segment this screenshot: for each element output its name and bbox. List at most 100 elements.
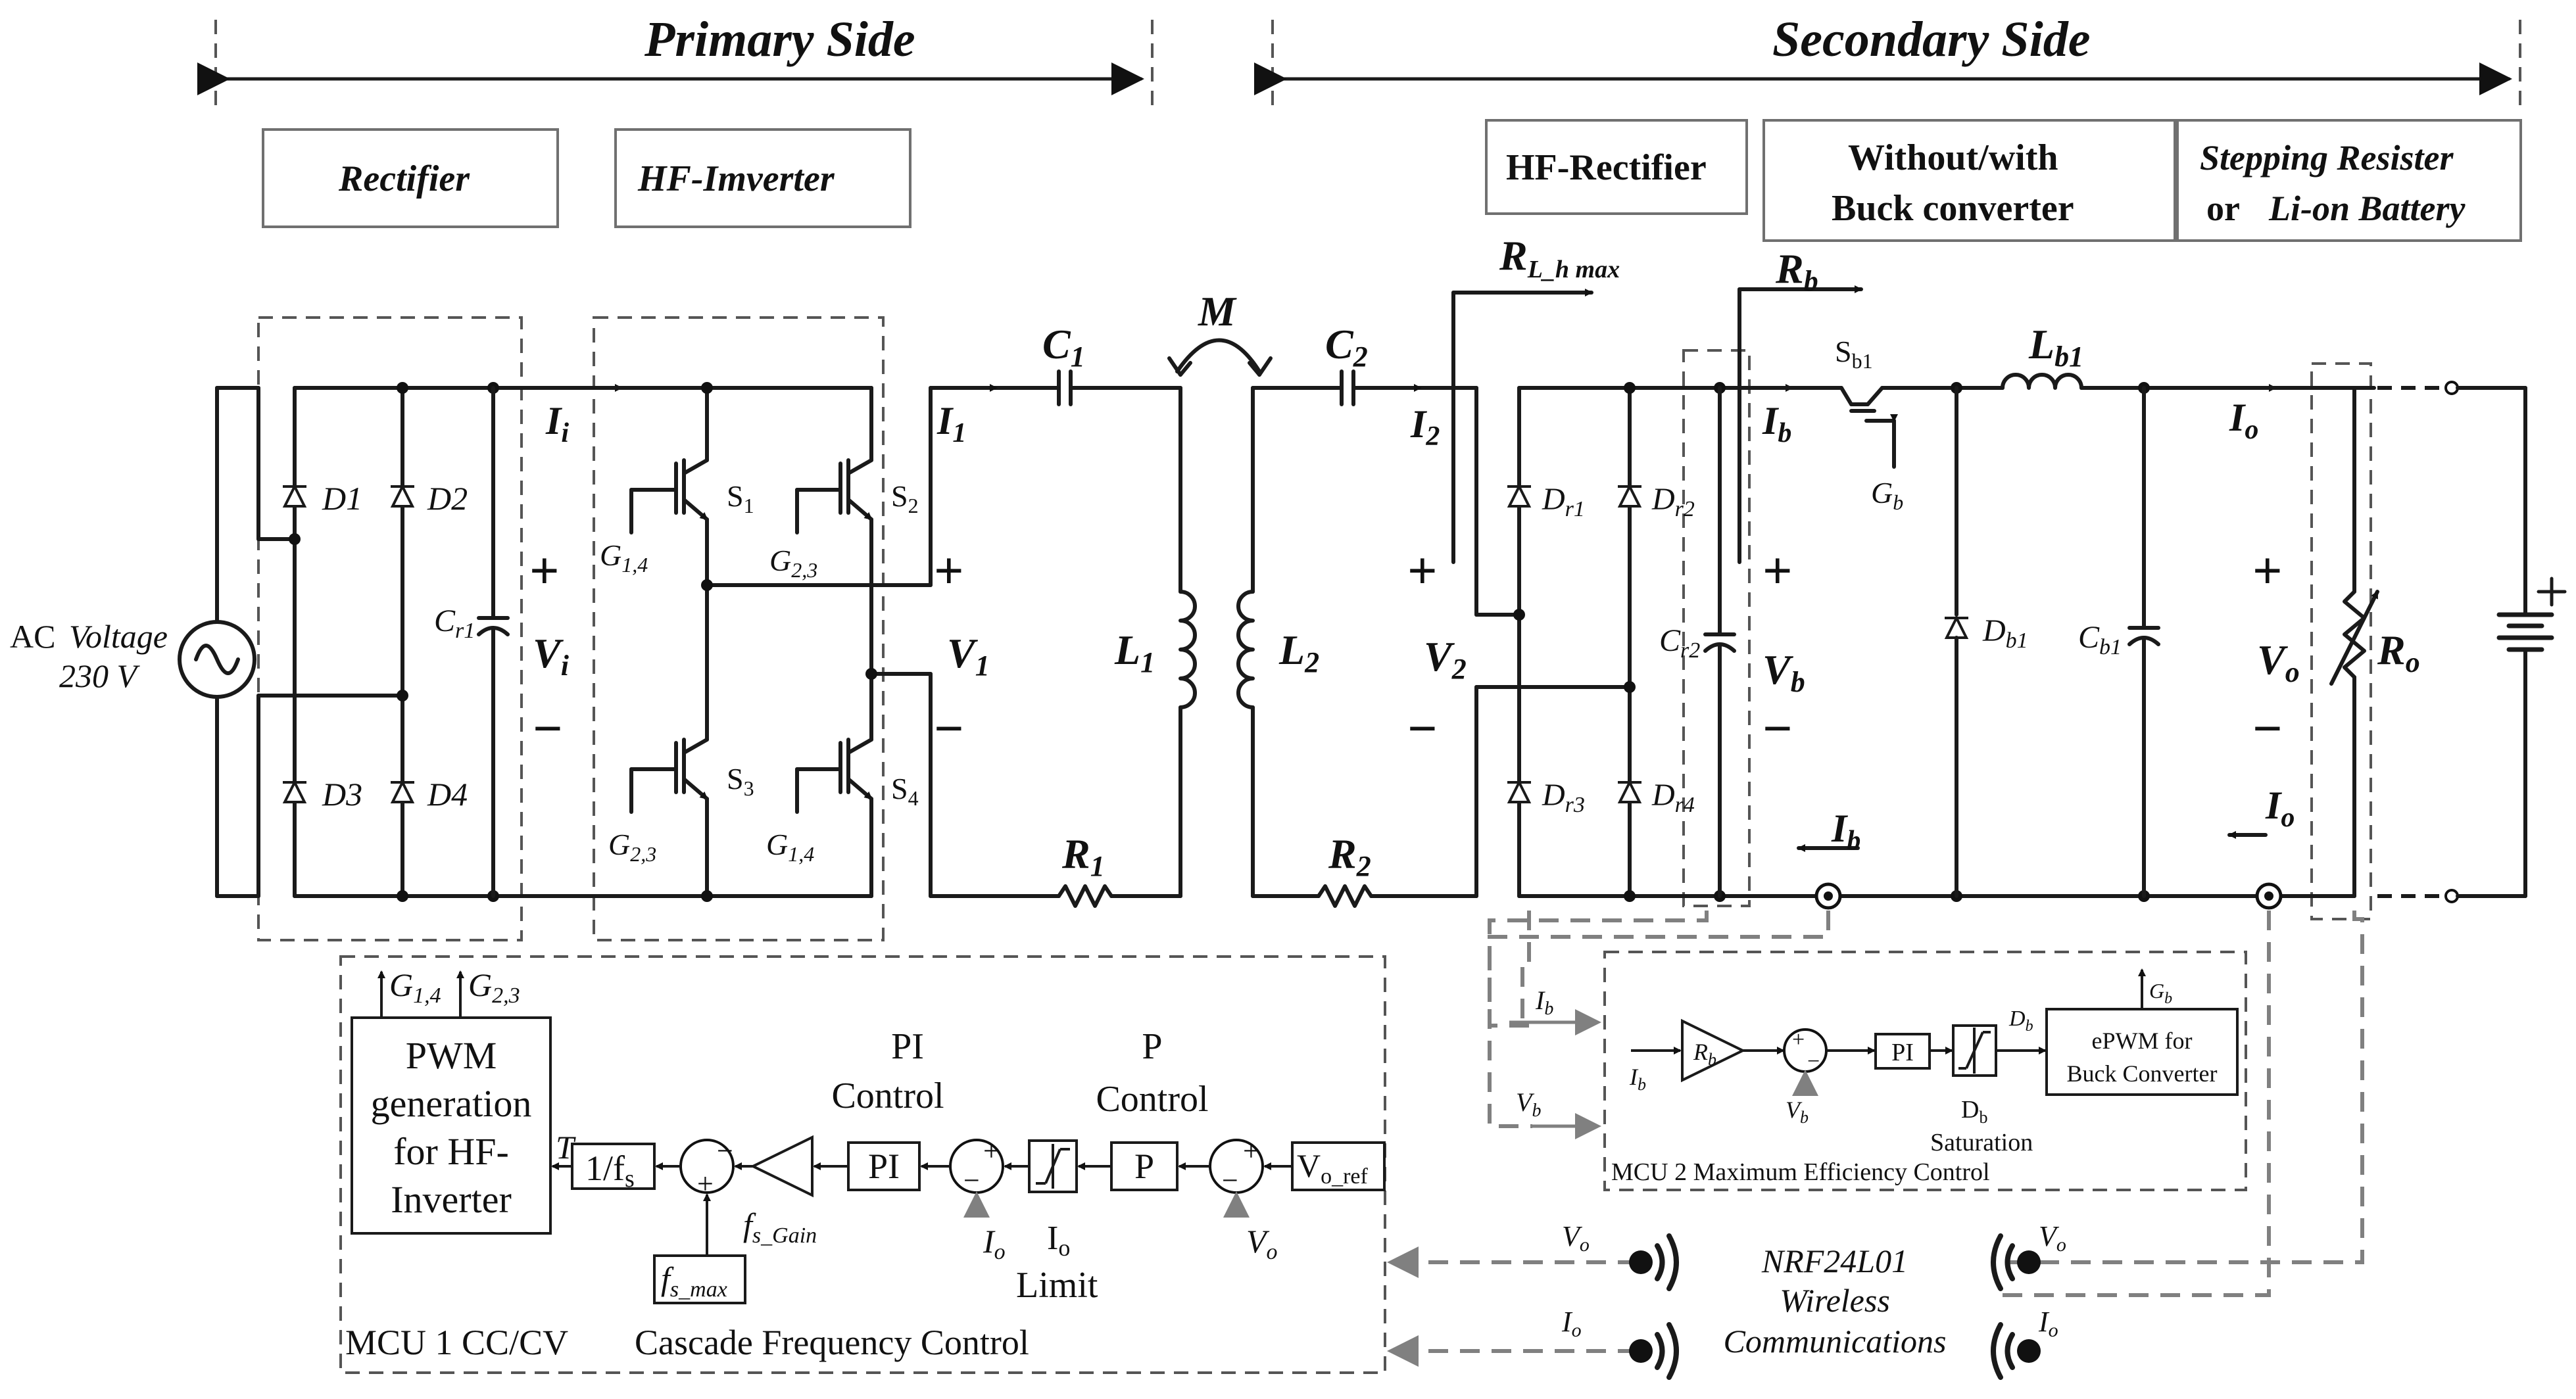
load-line-2a: or [2206,189,2240,228]
diode-bridge [282,382,709,902]
ib-sense-path-1 [1488,911,1830,1028]
mcu2-db-label: Db [1961,1096,1987,1127]
ib-route-label: Ib [1535,985,1553,1019]
secondary-tank [1236,289,1632,908]
vo-fb-label: Vo [1246,1223,1278,1264]
dr2-label: Dr2 [1651,482,1695,521]
s3-label: S3 [727,762,754,800]
primary-side-header: Primary Side [197,12,1154,112]
mcu2-rb-label: Rb [1693,1039,1716,1069]
mcu2-gb-out: Gb [2149,979,2172,1007]
wireless-line-2: Wireless [1780,1282,1890,1319]
wireless-line-1: NRF24L01 [1761,1243,1908,1279]
l2-label: L2 [1278,627,1319,678]
wl-vo-right: Vo [2039,1220,2066,1256]
limit-label: Limit [1016,1265,1098,1306]
rectifier-dashed-group [257,316,523,941]
v2-minus: − [1407,700,1438,758]
c2-label: C2 [1325,321,1368,373]
igbt-s4 [795,738,873,814]
hf-rectifier [1507,285,2356,902]
igbt-s2 [795,458,873,534]
fs-max-block [653,1254,746,1304]
sum-vo-minus: − [1222,1164,1238,1197]
v2-plus: + [1407,542,1438,600]
rectifier-box [262,128,559,228]
dr4-label: Dr4 [1651,778,1695,817]
ii-label: Ii [545,399,569,448]
mcu2-sum-minus: − [1807,1049,1820,1074]
mcu1-g14-out: G1,4 [389,966,441,1008]
vb-sense-path [1488,911,1709,1128]
c1-label: C1 [1042,321,1085,373]
hf-rectifier-box [1485,119,1748,215]
wl-io-left: Io [1561,1306,1582,1341]
vo-ref-label: Vo_ref [1297,1147,1369,1189]
io-wireless-path [1999,911,2271,1297]
pwm-line-2: generation [371,1082,532,1125]
vo-plus: + [2252,542,2283,600]
t-label: T [556,1129,576,1166]
load-line-2b: Li-on Battery [2268,189,2466,228]
ib-label: Ib [1762,399,1791,448]
d1-label: D1 [322,480,362,517]
rb-label: Rb [1775,245,1818,297]
mcu2-pi-label: PI [1891,1039,1914,1066]
vo-label: Vo [2257,636,2300,688]
wl-io-right: Io [2038,1306,2058,1341]
ac-label-a: AC [10,618,55,655]
vi-minus: − [533,700,563,758]
igbt-s1 [629,458,709,534]
capacitor-dashed-group [1682,349,1751,907]
coupling-arc [1175,338,1261,373]
v1-label: V1 [947,630,990,682]
lb1-label: Lb1 [2028,321,2083,373]
s4-label: S4 [891,772,919,810]
buck-line-1: Without/with [1848,137,2058,178]
rlh-label: RL_h max [1499,232,1620,283]
rectifier-label: Rectifier [338,158,470,199]
vi-plus: + [529,542,560,600]
cr1-label: Cr1 [434,604,475,643]
sum-fs-minus: − [717,1135,733,1167]
load-line-1: Stepping Resister [2200,138,2454,178]
ro-label: Ro [2377,627,2420,678]
p-title-1: P [1142,1026,1162,1067]
dr3-label: Dr3 [1542,778,1585,817]
ib-sense-path-2 [1520,911,1531,1022]
i2-label: I2 [1410,402,1440,452]
load-box [2176,119,2522,242]
antenna-right-vo-icon [1991,1233,2041,1291]
secondary-side-label: Secondary Side [1772,12,2090,67]
inv-fs-block [571,1143,656,1190]
vb-route-label: Vb [1516,1087,1541,1121]
mcu1-caption-b: Cascade Frequency Control [635,1323,1029,1362]
pwm-line-4: Inverter [391,1178,512,1221]
current-sensor-ib [1797,844,1860,910]
mcu2-sum-plus: + [1792,1028,1805,1052]
vo-minus: − [2252,700,2283,758]
sum-vo-plus: + [1243,1135,1259,1167]
pi-title-2: Control [831,1076,944,1116]
s1-label: S1 [727,479,754,517]
s2-label: S2 [891,479,919,517]
g14-label-bottom: G1,4 [766,828,814,866]
cr2-label: Cr2 [1659,623,1700,663]
dr1-label: Dr1 [1542,482,1585,521]
io-fb-label: Io [983,1223,1006,1264]
r2-label: R2 [1328,830,1371,882]
buck-converter-box [1762,119,2176,242]
p-block-label: P [1134,1147,1154,1186]
l1-label: L1 [1114,627,1155,678]
secondary-side-header: Secondary Side [1254,12,2521,112]
vb-minus: − [1762,700,1793,758]
mcu1-caption-a: MCU 1 CC/CV [345,1323,568,1362]
load-resistor-ro [2267,386,2379,898]
v1-plus: + [934,542,964,600]
g23-label-bottom: G2,3 [608,828,656,866]
igbt-s3 [629,738,709,814]
cb1-label: Cb1 [2078,620,2122,659]
pi-block-label: PI [868,1147,900,1186]
ac-source [178,386,404,898]
vb-label: Vb [1762,646,1805,698]
